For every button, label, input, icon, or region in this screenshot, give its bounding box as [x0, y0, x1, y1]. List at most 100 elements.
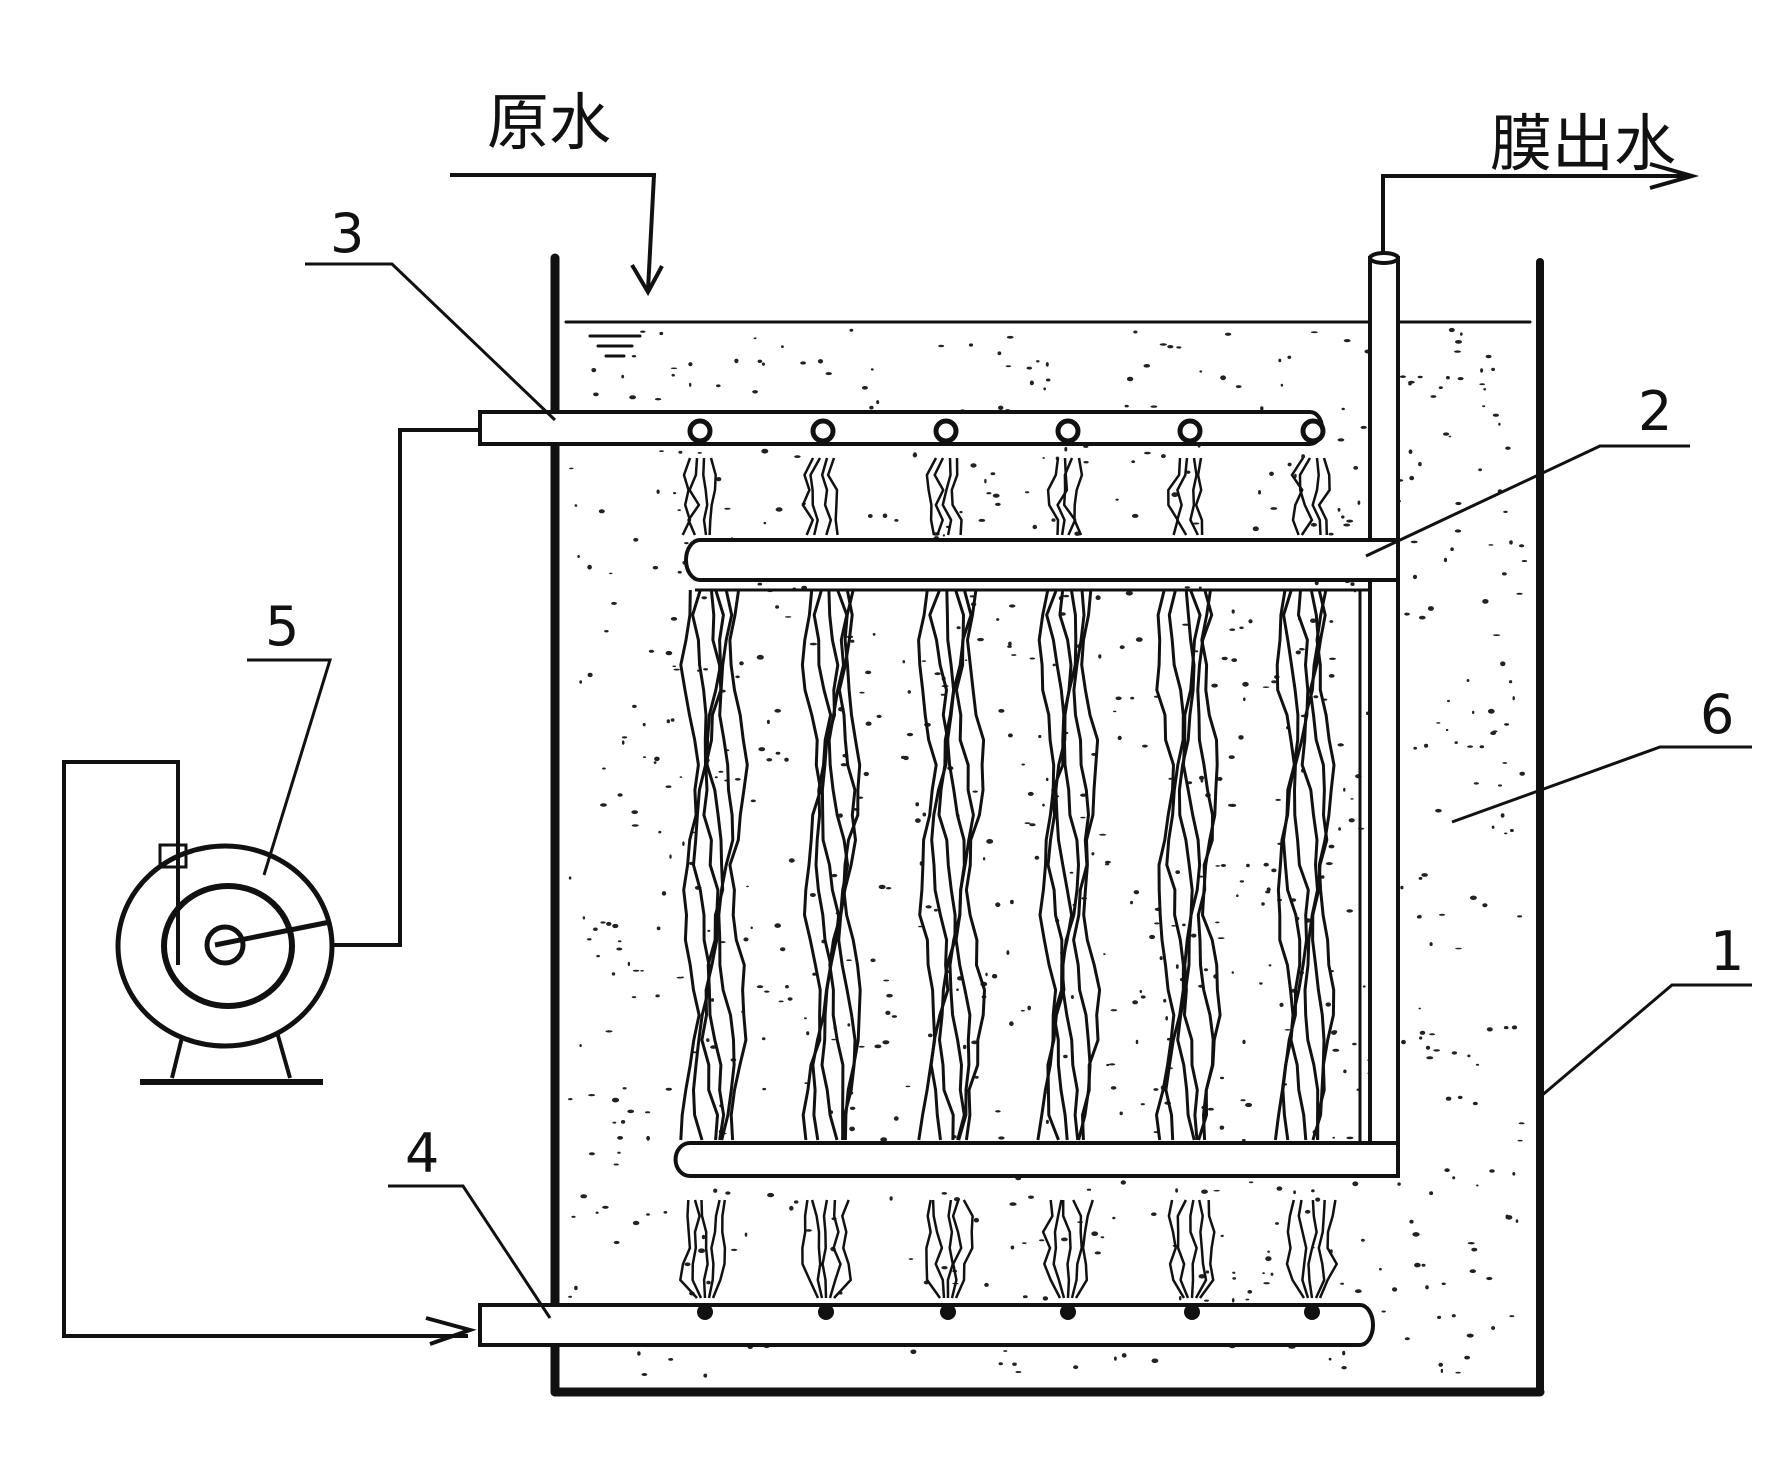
sludge-particle	[1248, 1181, 1254, 1184]
sludge-particle	[831, 1038, 836, 1041]
sludge-particle	[1027, 1005, 1031, 1011]
sludge-particle	[678, 450, 683, 454]
sludge-particle	[1519, 771, 1525, 776]
sludge-particle	[1473, 782, 1479, 785]
sludge-particle	[1232, 1277, 1237, 1280]
hollow-fiber	[820, 589, 841, 1141]
sludge-particle	[934, 672, 941, 676]
hollow-fiber	[1315, 589, 1336, 1141]
sludge-particle	[621, 736, 628, 739]
sludge-particle	[804, 1082, 809, 1084]
hollow-fiber	[1080, 589, 1102, 1141]
sludge-particle	[1421, 873, 1428, 877]
sludge-particle	[1455, 501, 1462, 506]
sludge-particle	[1064, 446, 1068, 452]
sludge-particle	[812, 972, 817, 976]
sludge-particle	[1457, 1095, 1463, 1100]
sludge-particle	[1038, 734, 1042, 739]
sludge-particle	[758, 747, 766, 752]
lower-nozzle	[818, 1304, 834, 1320]
sludge-particle	[757, 582, 763, 586]
sludge-particle	[1430, 395, 1437, 398]
sludge-particle	[1332, 1030, 1338, 1034]
sludge-particle	[1486, 1276, 1493, 1281]
sludge-particle	[1469, 895, 1477, 900]
hollow-fiber	[1154, 589, 1176, 1141]
sludge-particle	[1220, 375, 1226, 381]
sludge-particle	[972, 790, 978, 793]
sludge-particle	[1491, 1326, 1496, 1330]
sludge-particle	[653, 761, 657, 764]
sludge-particle	[1480, 368, 1484, 373]
sludge-particle	[1238, 735, 1244, 740]
sludge-particle	[986, 492, 992, 495]
sludge-particle	[698, 1248, 706, 1253]
sludge-particle	[1437, 1315, 1442, 1319]
sludge-particle	[969, 595, 975, 598]
sludge-particle	[706, 1038, 710, 1042]
sludge-particle	[641, 1373, 648, 1376]
sludge-particle	[672, 665, 677, 668]
sludge-particle	[922, 812, 927, 817]
sludge-particle	[1204, 1299, 1209, 1302]
sludge-particle	[984, 1282, 989, 1287]
sludge-particle	[1161, 454, 1166, 459]
sludge-particle	[1110, 1009, 1118, 1012]
bubble-plume-stroke	[828, 1199, 842, 1299]
upper-nozzle	[933, 418, 959, 444]
sludge-particle	[1150, 405, 1158, 408]
sludge-particle	[697, 452, 702, 454]
sludge-particle	[1239, 880, 1245, 883]
label-number-2: 2	[1638, 380, 1672, 443]
sludge-particle	[621, 1120, 626, 1124]
sludge-particle	[642, 756, 647, 758]
sludge-particle	[1511, 1025, 1518, 1030]
sludge-particle	[913, 452, 917, 454]
sludge-particle	[1510, 828, 1514, 833]
sludge-particle	[859, 691, 865, 694]
sludge-particle	[588, 1152, 595, 1156]
sludge-particle	[1120, 1180, 1127, 1185]
sludge-particle	[1022, 1242, 1027, 1244]
sludge-particle	[665, 1087, 672, 1091]
sludge-particle	[1332, 1136, 1335, 1139]
sludge-particle	[1418, 876, 1423, 880]
sludge-particle	[1198, 586, 1202, 589]
sludge-particle	[1260, 406, 1264, 411]
blower	[115, 835, 335, 1085]
sludge-particle	[1483, 388, 1487, 391]
sludge-particle	[587, 672, 593, 678]
sludge-particle	[849, 328, 854, 332]
sludge-particle	[1262, 686, 1270, 688]
sludge-particle	[710, 998, 715, 1002]
sludge-particle	[906, 732, 914, 737]
sludge-particle	[1448, 327, 1455, 333]
sludge-particle	[1447, 699, 1450, 703]
bubble-plume-stroke	[1318, 1199, 1339, 1299]
bubble-plume-stroke	[925, 457, 938, 536]
sludge-particle	[990, 472, 996, 476]
bubble-plume-stroke	[687, 457, 701, 536]
sludge-particle	[907, 690, 911, 694]
sludge-particle	[593, 927, 598, 931]
sludge-particle	[1517, 915, 1523, 918]
sludge-particle	[1104, 860, 1111, 864]
sludge-particle	[665, 785, 672, 788]
sludge-particle	[1419, 1030, 1426, 1035]
sludge-particle	[671, 373, 675, 377]
leader-6	[1451, 745, 1752, 824]
sludge-particle	[1080, 793, 1087, 797]
sludge-particle	[880, 1137, 888, 1142]
sludge-particle	[784, 757, 789, 762]
sludge-particle	[974, 1075, 979, 1079]
sludge-particle	[1005, 365, 1012, 368]
sludge-particle	[886, 993, 893, 998]
sludge-particle	[1224, 332, 1232, 336]
hollow-fiber	[800, 589, 823, 1141]
sludge-particle	[817, 359, 824, 364]
sludge-particle	[1509, 540, 1513, 545]
sludge-particle	[677, 509, 681, 511]
hollow-fiber	[717, 589, 736, 1141]
sludge-particle	[849, 1126, 855, 1132]
sludge-particle	[1329, 620, 1334, 623]
